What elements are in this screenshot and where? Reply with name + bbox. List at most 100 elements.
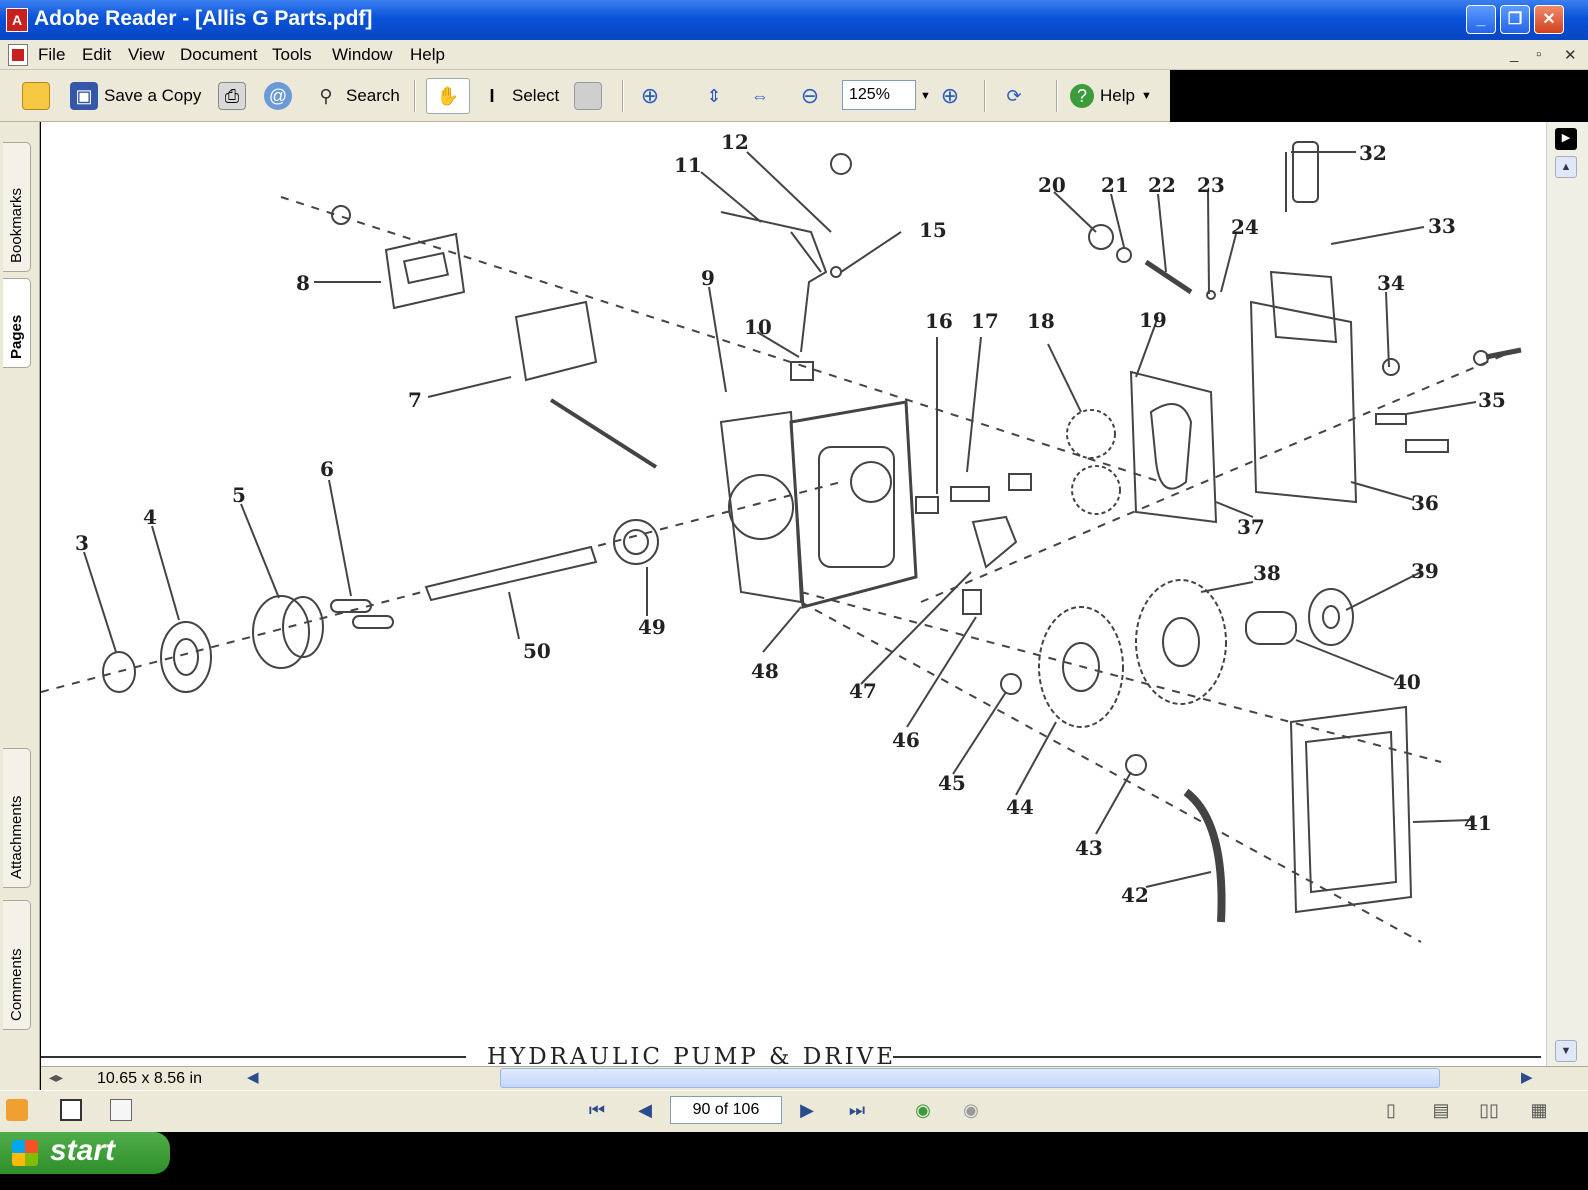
single-page-toggle-icon[interactable] xyxy=(60,1099,82,1121)
callout-label: 42 xyxy=(1121,883,1149,907)
page-size-toggle-icon[interactable]: ◂▸ xyxy=(49,1069,64,1085)
doc-minimize-icon[interactable]: _ xyxy=(1510,46,1519,63)
scroll-left-arrow-icon[interactable]: ◀ xyxy=(247,1069,259,1086)
continuous-view-icon: ▤ xyxy=(1432,1100,1450,1120)
search-button[interactable]: ⚲ Search xyxy=(312,78,399,114)
tab-bookmarks[interactable]: Bookmarks xyxy=(3,142,31,272)
menu-window[interactable]: Window xyxy=(332,45,393,64)
select-tool-button[interactable]: I Select xyxy=(478,78,559,114)
callout-label: 40 xyxy=(1393,670,1421,694)
callout-label: 22 xyxy=(1148,173,1176,197)
toolbar-separator xyxy=(984,80,986,112)
document-page[interactable]: 3 4 5 6 7 8 9 10 11 12 15 16 17 18 19 20… xyxy=(41,122,1546,1066)
open-button[interactable] xyxy=(22,78,56,114)
zoom-level-input[interactable]: 125% xyxy=(842,80,916,110)
start-button[interactable]: start xyxy=(0,1132,170,1174)
next-page-button[interactable]: ▶ xyxy=(794,1098,820,1122)
binoculars-icon: ⚲ xyxy=(319,85,333,106)
toolbar: ▣ Save a Copy ⎙ @ ⚲ Search ✋ I Select ⊕ … xyxy=(0,70,1170,172)
facing-view-button[interactable]: ▯▯ xyxy=(1476,1098,1502,1122)
continuous-view-button[interactable]: ▤ xyxy=(1428,1098,1454,1122)
vertical-scrollbar[interactable]: ▶ ▲ ▼ xyxy=(1546,122,1588,1066)
window-title: Adobe Reader - [Allis G Parts.pdf] xyxy=(34,7,373,30)
help-button[interactable]: ? Help xyxy=(1070,78,1135,114)
scroll-down-arrow-icon[interactable]: ▼ xyxy=(1555,1040,1577,1062)
zoom-dropdown-icon[interactable]: ▼ xyxy=(920,90,931,102)
callout-label: 43 xyxy=(1075,836,1103,860)
minimize-button[interactable]: _ xyxy=(1466,5,1496,34)
hand-icon: ✋ xyxy=(436,85,460,106)
camera-icon xyxy=(574,82,602,110)
zoom-tool-button[interactable]: ⊕ xyxy=(636,78,670,114)
title-bar: A Adobe Reader - [Allis G Parts.pdf] _ ❐… xyxy=(0,0,1588,40)
zoom-in-button[interactable]: ⊕ xyxy=(936,78,970,114)
fit-width-button[interactable]: ⇔ xyxy=(746,78,780,114)
callout-label: 24 xyxy=(1231,215,1259,239)
menu-edit[interactable]: Edit xyxy=(82,45,112,64)
tab-comments[interactable]: Comments xyxy=(3,900,31,1030)
menu-view[interactable]: View xyxy=(128,45,165,64)
help-dropdown-icon[interactable]: ▼ xyxy=(1141,90,1152,102)
menu-file[interactable]: File xyxy=(38,45,66,64)
start-label: start xyxy=(50,1134,116,1167)
tab-pages[interactable]: Pages xyxy=(3,278,31,368)
select-label: Select xyxy=(512,86,560,105)
adobe-reader-icon: A xyxy=(6,8,28,32)
close-button[interactable]: ✕ xyxy=(1534,5,1564,34)
callout-label: 50 xyxy=(523,639,551,663)
scroll-right-arrow-icon[interactable]: ▶ xyxy=(1521,1069,1533,1086)
floppy-disk-icon: ▣ xyxy=(70,82,98,110)
zoom-in-icon: ⊕ xyxy=(940,83,960,108)
page-caption: HYDRAULIC PUMP & DRIVE xyxy=(487,1044,896,1066)
doc-close-icon[interactable]: ✕ xyxy=(1564,47,1577,64)
print-button[interactable]: ⎙ xyxy=(218,78,252,114)
single-page-view-button[interactable]: ▯ xyxy=(1378,1098,1404,1122)
restore-button[interactable]: ❐ xyxy=(1500,5,1530,34)
tab-attachments-label: Attachments xyxy=(8,795,25,879)
zoom-out-button[interactable]: ⊖ xyxy=(796,78,830,114)
callout-label: 45 xyxy=(938,771,966,795)
callout-label: 18 xyxy=(1027,309,1055,333)
navigation-panel: Bookmarks Pages Attachments Comments xyxy=(0,122,40,1090)
callout-label: 32 xyxy=(1359,141,1387,165)
tab-attachments[interactable]: Attachments xyxy=(3,748,31,888)
snapshot-button[interactable] xyxy=(574,78,608,114)
toolbar-separator xyxy=(622,80,624,112)
rotate-button[interactable]: ⟳ xyxy=(1000,78,1034,114)
page-number-input[interactable]: 90 of 106 xyxy=(670,1096,782,1124)
callout-label: 4 xyxy=(143,505,157,529)
continuous-facing-view-button[interactable]: ▦ xyxy=(1526,1098,1552,1122)
toolbar-separator xyxy=(1056,80,1058,112)
callout-label: 47 xyxy=(849,679,877,703)
callout-label: 48 xyxy=(751,659,779,683)
doc-restore-icon[interactable]: ▫ xyxy=(1536,46,1542,63)
panel-toggle-icon[interactable]: ▶ xyxy=(1555,128,1577,150)
previous-view-button[interactable]: ◉ xyxy=(910,1098,936,1122)
callout-label: 34 xyxy=(1377,271,1405,295)
last-page-button[interactable]: ⏭ xyxy=(844,1098,870,1122)
actual-size-button[interactable]: ⇕ xyxy=(700,78,734,114)
previous-page-button[interactable]: ◀ xyxy=(632,1098,658,1122)
menu-document[interactable]: Document xyxy=(180,45,258,64)
hand-tool-button[interactable]: ✋ xyxy=(426,78,470,114)
minimize-icon: _ xyxy=(1476,11,1486,28)
callout-label: 8 xyxy=(296,271,310,295)
callout-label: 10 xyxy=(744,315,772,339)
save-copy-button[interactable]: ▣ Save a Copy xyxy=(70,78,201,114)
callout-label: 15 xyxy=(919,218,947,242)
actual-size-icon: ⇕ xyxy=(706,85,722,106)
document-icon xyxy=(8,44,28,66)
exploded-parts-diagram: 3 4 5 6 7 8 9 10 11 12 15 16 17 18 19 20… xyxy=(41,130,1541,1066)
email-button[interactable]: @ xyxy=(264,78,298,114)
menu-tools[interactable]: Tools xyxy=(272,45,312,64)
horizontal-scrollbar-thumb[interactable] xyxy=(500,1068,1440,1088)
callout-label: 35 xyxy=(1478,388,1506,412)
layout-toggle-icon[interactable] xyxy=(110,1099,132,1121)
callout-label: 44 xyxy=(1006,795,1034,819)
menu-help[interactable]: Help xyxy=(410,45,445,64)
next-view-button[interactable]: ◉ xyxy=(958,1098,984,1122)
first-page-button[interactable]: ⏮ xyxy=(584,1098,610,1122)
callout-label: 6 xyxy=(320,457,334,481)
security-icon[interactable] xyxy=(6,1099,28,1121)
scroll-up-arrow-icon[interactable]: ▲ xyxy=(1555,156,1577,178)
